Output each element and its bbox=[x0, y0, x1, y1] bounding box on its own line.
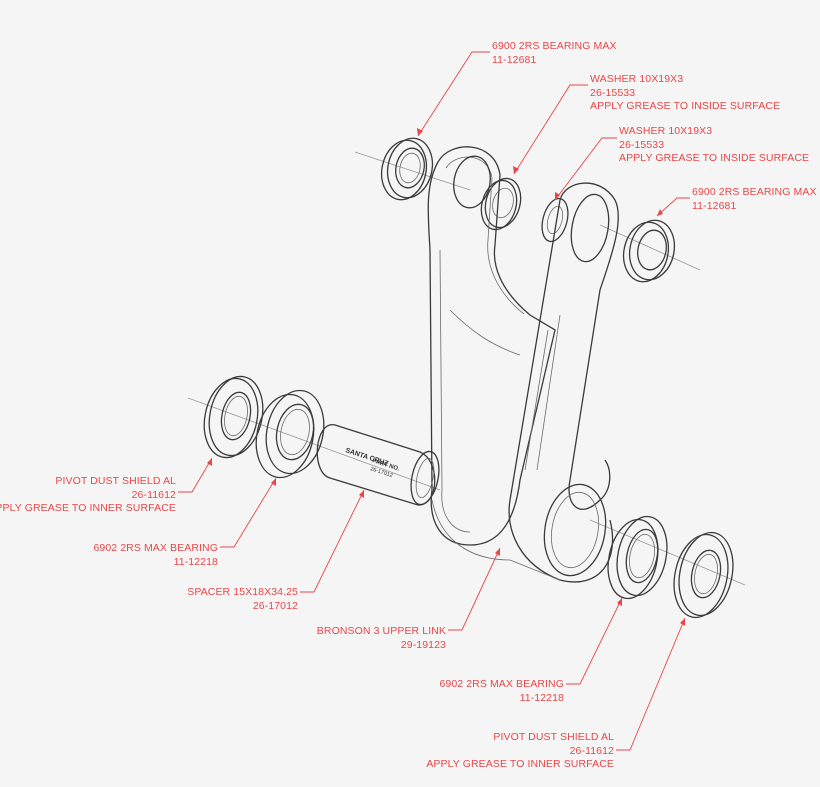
label-bearing-mid-left: 6902 2RS MAX BEARING 11-12218 bbox=[93, 542, 218, 569]
label-washer-right: WASHER 10X19X3 26-15533 APPLY GREASE TO … bbox=[619, 125, 809, 166]
label-bearing-bottom-right: 6902 2RS MAX BEARING 11-12218 bbox=[439, 678, 564, 705]
label-line: 6900 2RS BEARING MAX bbox=[692, 186, 817, 198]
label-line: 26-11612 bbox=[131, 488, 176, 501]
label-line: 6900 2RS BEARING MAX bbox=[492, 40, 617, 52]
upper-link bbox=[427, 146, 619, 583]
label-upper-link: BRONSON 3 UPPER LINK 29-19123 bbox=[317, 625, 446, 652]
label-line: 26-15533 bbox=[619, 138, 665, 151]
label-line: WASHER 10X19X3 bbox=[590, 73, 684, 85]
label-line: APPLY GREASE TO INSIDE SURFACE bbox=[590, 100, 781, 112]
label-line: 11-12681 bbox=[492, 53, 537, 66]
label-line: PIVOT DUST SHIELD AL bbox=[55, 475, 176, 487]
washer-right bbox=[541, 197, 569, 243]
label-line: BRONSON 3 UPPER LINK bbox=[316, 625, 446, 637]
bearing-bottom-right bbox=[607, 515, 668, 600]
label-line: SPACER 15X18X34.25 bbox=[187, 586, 298, 598]
label-spacer: SPACER 15X18X34.25 26-17012 bbox=[187, 586, 298, 613]
bearing-top-right bbox=[622, 219, 676, 283]
label-washer-left: WASHER 10X19X3 26-15533 APPLY GREASE TO … bbox=[590, 73, 780, 114]
label-bearing-top-right: 6900 2RS BEARING MAX 11-12681 bbox=[692, 186, 817, 213]
label-line: 29-19123 bbox=[400, 638, 446, 651]
label-line: 26-17012 bbox=[252, 599, 298, 612]
label-line: 6902 2RS MAX BEARING bbox=[93, 542, 218, 554]
bearing-mid-left bbox=[255, 389, 325, 479]
label-dust-shield-right: PIVOT DUST SHIELD AL 26-11612 APPLY GREA… bbox=[426, 731, 614, 772]
label-line: APPLY GREASE TO INSIDE SURFACE bbox=[619, 152, 810, 164]
label-line: PIVOT DUST SHIELD AL bbox=[493, 731, 614, 743]
spacer: SANTA CRUZ PART NO. 26-17012 bbox=[316, 424, 440, 506]
bearing-top-left bbox=[380, 137, 434, 201]
label-line: APPLY GREASE TO INNER SURFACE bbox=[0, 502, 176, 514]
label-dust-shield-left: PIVOT DUST SHIELD AL 26-11612 APPLY GREA… bbox=[0, 475, 176, 516]
label-line: APPLY GREASE TO INNER SURFACE bbox=[426, 758, 614, 770]
axis-lines bbox=[187, 151, 746, 586]
label-line: 26-11612 bbox=[569, 744, 614, 757]
label-line: 11-12218 bbox=[173, 555, 218, 568]
label-line: WASHER 10X19X3 bbox=[619, 125, 713, 137]
label-line: 6902 2RS MAX BEARING bbox=[439, 678, 564, 690]
label-line: 11-12681 bbox=[692, 199, 737, 212]
dust-shield-right bbox=[673, 531, 734, 619]
label-line: 11-12218 bbox=[519, 691, 564, 704]
washer-left bbox=[480, 177, 522, 231]
leader-lines bbox=[178, 51, 690, 751]
dust-shield-left bbox=[203, 375, 264, 459]
label-bearing-top-left: 6900 2RS BEARING MAX 11-12681 bbox=[492, 40, 617, 67]
label-line: 26-15533 bbox=[590, 86, 636, 99]
